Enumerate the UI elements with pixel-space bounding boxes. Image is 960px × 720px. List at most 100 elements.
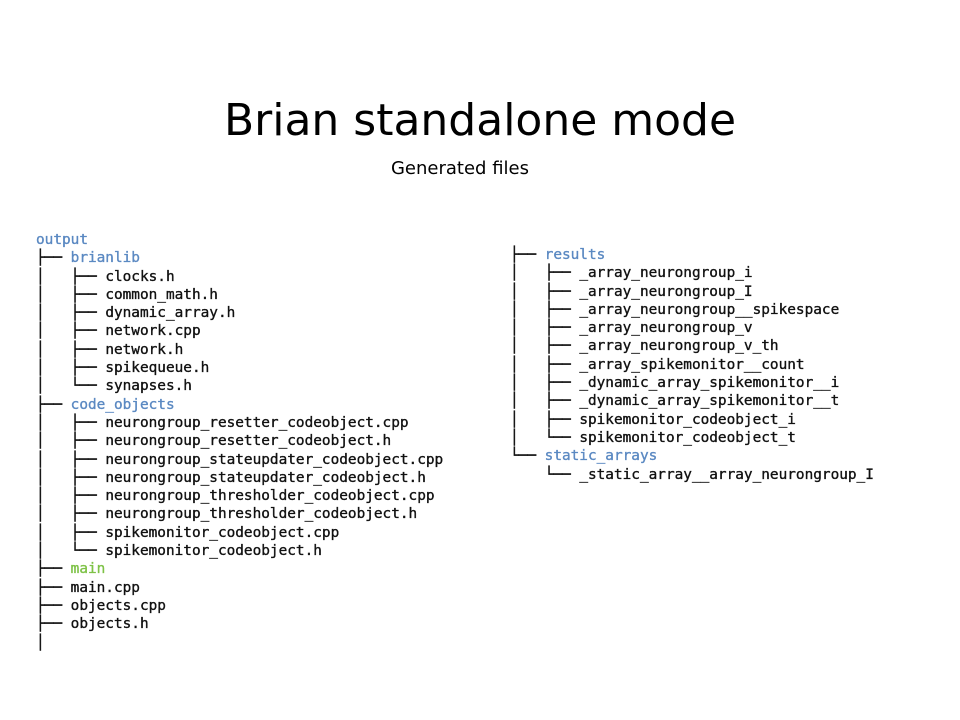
tree-item-name: _array_neurongroup_i: [579, 265, 753, 282]
tree-item-name: results: [544, 247, 606, 263]
tree-directory: └── static_arrays: [510, 447, 874, 465]
tree-branch: │ ├──: [36, 268, 106, 285]
tree-branch: │ ├──: [36, 341, 106, 358]
tree-branch: │ ├──: [36, 360, 106, 377]
tree-branch: ├──: [510, 247, 545, 263]
slide-title: Brian standalone mode: [223, 95, 737, 147]
tree-file: │ ├── neurongroup_stateupdater_codeobjec…: [36, 451, 444, 469]
tree-file: │ ├── neurongroup_stateupdater_codeobjec…: [36, 469, 443, 487]
tree-file: │ ├── network.h: [36, 341, 443, 359]
tree-branch: └──: [510, 448, 545, 465]
tree-branch: │ ├──: [36, 414, 106, 431]
tree-file: └── _static_array__array_neurongroup_I: [510, 466, 874, 484]
tree-branch: │ ├──: [36, 524, 106, 541]
tree-item-name: spikemonitor_codeobject.cpp: [105, 524, 340, 541]
tree-item-name: synapses.h: [105, 378, 192, 395]
tree-file: │ ├── _array_neurongroup_i: [510, 264, 874, 282]
tree-file: │ ├── spikequeue.h: [36, 359, 443, 377]
tree-item-name: main.cpp: [70, 579, 140, 596]
tree-branch: ├──: [36, 561, 71, 578]
tree-item-name: spikemonitor_codeobject_i: [579, 411, 796, 428]
tree-branch: ├──: [36, 616, 71, 633]
tree-branch: ├──: [36, 250, 71, 267]
tree-branch: ├──: [36, 579, 71, 596]
tree-file: │ ├── neurongroup_thresholder_codeobject…: [36, 487, 443, 505]
tree-directory: ├── brianlib: [36, 249, 443, 267]
tree-branch: │ ├──: [510, 338, 580, 355]
tree-item-name: _array_neurongroup__spikespace: [579, 301, 840, 318]
tree-branch: │ ├──: [510, 356, 580, 373]
tree-file: │ ├── _array_neurongroup_I: [510, 283, 874, 301]
tree-item-name: spikemonitor_codeobject.h: [105, 543, 322, 560]
tree-file: ├── main: [36, 560, 443, 578]
tree-branch: └──: [510, 466, 580, 483]
tree-item-name: network.cpp: [105, 323, 201, 340]
tree-file: ├── objects.h: [36, 615, 443, 633]
tree-branch: │ ├──: [510, 411, 580, 428]
tree-item-name: code_objects: [70, 396, 175, 413]
tree-branch: ├──: [36, 396, 71, 413]
tree-item-name: clocks.h: [105, 268, 175, 285]
tree-file: │ ├── _array_neurongroup_v_th: [510, 337, 874, 355]
file-tree-right: ├── results│ ├── _array_neurongroup_i│ ├…: [510, 246, 874, 484]
tree-file: ├── objects.cpp: [36, 597, 443, 615]
tree-item-name: output: [36, 232, 88, 248]
tree-item-name: _dynamic_array_spikemonitor__t: [579, 393, 840, 410]
tree-branch: │ └──: [36, 378, 106, 395]
tree-item-name: neurongroup_stateupdater_codeobject.cpp: [105, 451, 444, 468]
tree-item-name: spikemonitor_codeobject_t: [579, 429, 796, 446]
tree-file: │ └── spikemonitor_codeobject.h: [36, 542, 443, 560]
tree-file: │ ├── _array_spikemonitor__count: [510, 356, 874, 374]
tree-directory: ├── code_objects: [36, 396, 443, 414]
tree-item-name: objects.cpp: [70, 597, 166, 614]
tree-file: │ ├── neurongroup_resetter_codeobject.h: [36, 432, 443, 450]
tree-file: │ ├── common_math.h: [36, 286, 443, 304]
tree-item-name: _array_neurongroup_v: [579, 320, 753, 337]
tree-branch: │ └──: [36, 543, 106, 560]
tree-directory: ├── results: [510, 246, 874, 264]
tree-item-name: _dynamic_array_spikemonitor__i: [579, 375, 840, 392]
tree-branch: │: [36, 634, 45, 651]
tree-item-name: network.h: [105, 341, 184, 358]
tree-item-name: _array_neurongroup_I: [579, 283, 753, 300]
tree-item-name: common_math.h: [105, 286, 218, 303]
tree-branch: │ ├──: [36, 305, 106, 322]
tree-file: │ ├── _dynamic_array_spikemonitor__t: [510, 392, 874, 410]
tree-branch: │ ├──: [36, 433, 106, 450]
tree-file: │ └── spikemonitor_codeobject_t: [510, 429, 874, 447]
tree-item-name: neurongroup_resetter_codeobject.cpp: [105, 414, 409, 431]
tree-item-name: _array_spikemonitor__count: [579, 356, 805, 373]
tree-item-name: neurongroup_resetter_codeobject.h: [105, 433, 392, 450]
tree-branch: │ ├──: [36, 488, 106, 505]
tree-branch: │ ├──: [510, 301, 580, 318]
tree-branch: ├──: [36, 597, 71, 614]
tree-file: │ ├── _dynamic_array_spikemonitor__i: [510, 374, 874, 392]
tree-item-name: main: [70, 561, 106, 578]
file-tree-left: output├── brianlib│ ├── clocks.h│ ├── co…: [36, 231, 444, 652]
tree-branch: │ ├──: [36, 506, 106, 523]
tree-directory: output: [36, 231, 443, 249]
tree-branch: │ ├──: [510, 393, 580, 410]
tree-branch: │ ├──: [510, 320, 580, 337]
tree-item-name: static_arrays: [544, 448, 658, 465]
tree-item-name: neurongroup_thresholder_codeobject.cpp: [105, 488, 435, 505]
tree-file: │ ├── clocks.h: [36, 268, 443, 286]
tree-file: │: [36, 634, 443, 652]
tree-item-name: _array_neurongroup_v_th: [579, 338, 779, 355]
tree-file: │ ├── neurongroup_resetter_codeobject.cp…: [36, 414, 443, 432]
tree-branch: │ ├──: [510, 283, 580, 300]
tree-item-name: neurongroup_stateupdater_codeobject.h: [105, 469, 426, 486]
tree-item-name: neurongroup_thresholder_codeobject.h: [105, 506, 418, 523]
tree-file: │ ├── network.cpp: [36, 322, 443, 340]
tree-branch: │ ├──: [36, 323, 106, 340]
tree-file: │ └── synapses.h: [36, 377, 443, 395]
tree-item-name: spikequeue.h: [105, 360, 210, 377]
tree-branch: │ ├──: [510, 375, 580, 392]
tree-item-name: dynamic_array.h: [105, 305, 236, 322]
tree-file: ├── main.cpp: [36, 579, 443, 597]
tree-item-name: _static_array__array_neurongroup_I: [579, 466, 874, 483]
slide-subtitle: Generated files: [390, 158, 529, 179]
tree-file: │ ├── neurongroup_thresholder_codeobject…: [36, 505, 443, 523]
tree-file: │ ├── spikemonitor_codeobject_i: [510, 411, 874, 429]
tree-branch: │ ├──: [36, 469, 106, 486]
